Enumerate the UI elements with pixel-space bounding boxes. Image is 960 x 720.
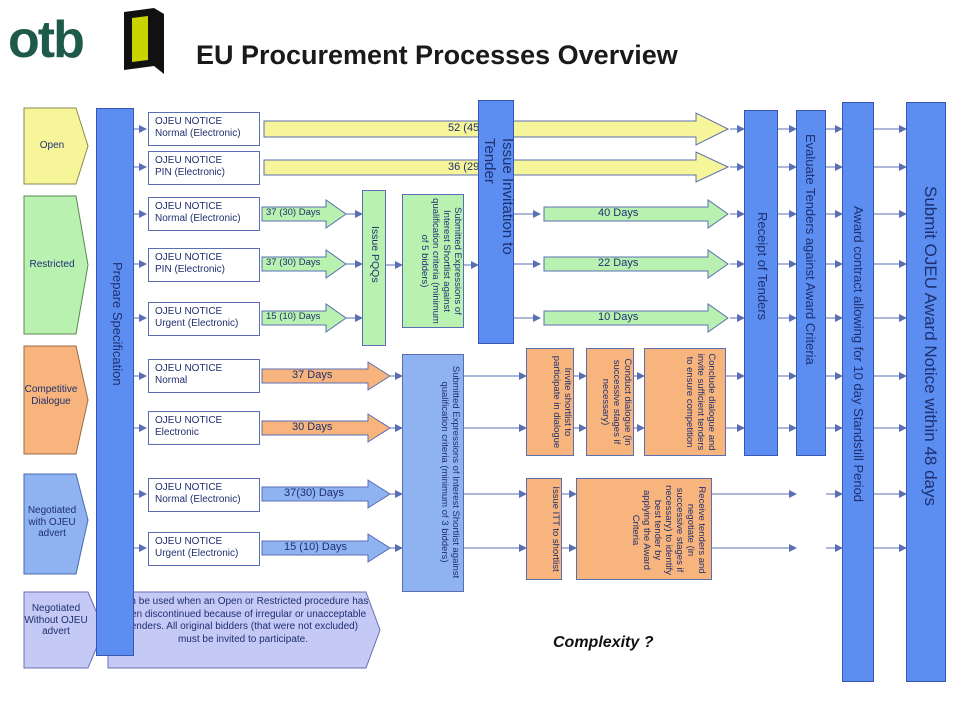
neg-normal-arrow	[261, 479, 391, 509]
prepare-spec-bar	[96, 108, 134, 656]
cd-submitted-box	[402, 354, 464, 592]
otb-logo-text: otb	[8, 11, 85, 69]
issue-itt-shortlist-label: Issue ITT to shortlist	[550, 486, 561, 572]
otb-logo-mark	[124, 8, 164, 74]
res-tender-normal-arrow	[543, 199, 729, 229]
neg-urgent-arrow	[261, 533, 391, 563]
prepare-spec-label: Prepare Specification	[110, 262, 125, 386]
page-title: EU Procurement Processes Overview	[196, 40, 678, 70]
conduct-dialogue-label: Conduct dialogue (in successive stages i…	[600, 358, 633, 446]
negotiated-pentagon	[23, 473, 89, 575]
duration-res-normal: 37 (30) Days	[266, 207, 321, 218]
invite-shortlist-label: Invite shortlist to participate in dialo…	[551, 355, 573, 449]
res-tender-pin-arrow	[543, 249, 729, 279]
issue-itt-label: Issue Invitation to Tender	[481, 138, 516, 255]
receipt-tenders-bar	[744, 110, 778, 456]
evaluate-bar	[796, 110, 826, 456]
duration-neg-urgent: 15 (10) Days	[284, 541, 347, 553]
duration-res-pin: 37 (30) Days	[266, 257, 321, 268]
invite-shortlist-box	[526, 348, 574, 456]
res-normal-arrow	[261, 199, 347, 229]
conclude-dialogue-label: Conclude dialogue and invite sufficient …	[684, 353, 717, 451]
receive-tenders-box	[576, 478, 712, 580]
duration-neg-normal: 37(30) Days	[284, 487, 344, 499]
duration-res-tender-urgent: 10 Days	[598, 311, 639, 323]
submit-notice-bar	[906, 102, 946, 682]
negotiated-without-note: Can be used when an Open or Restricted p…	[117, 596, 369, 645]
procedure-negotiated-label: Negotiated with OJEU advert	[27, 505, 77, 539]
restricted-submitted-box	[402, 194, 464, 328]
duration-cd-normal: 37 Days	[292, 369, 333, 381]
issue-pqqs-label: Issue PQQs	[369, 226, 381, 283]
restricted-pentagon	[23, 195, 89, 335]
receipt-tenders-label: Receipt of Tenders	[755, 212, 770, 321]
procedure-negotiated-without-label: Negotiated Without OJEU advert	[24, 603, 88, 637]
award-contract-bar	[842, 102, 874, 682]
conduct-dialogue-box	[586, 348, 634, 456]
issue-itt-shortlist-box	[526, 478, 562, 580]
restricted-submitted-label: Submitted Expressions of Interest Shortl…	[419, 198, 463, 324]
procedure-restricted-label: Restricted	[29, 259, 75, 270]
issue-pqqs-box	[362, 190, 386, 346]
issue-itt-bar	[478, 100, 514, 344]
award-contract-label: Award contract allowing for 10 day Stand…	[851, 206, 866, 503]
duration-res-urgent: 15 (10) Days	[266, 311, 321, 322]
duration-cd-electronic: 30 Days	[292, 421, 333, 433]
procedure-competitive-label: Competitive Dialogue	[24, 384, 78, 407]
cd-normal-arrow	[261, 361, 391, 391]
evaluate-label: Evaluate Tenders against Award Criteria	[803, 134, 818, 365]
duration-res-tender-normal: 40 Days	[598, 207, 639, 219]
competitive-pentagon	[23, 345, 89, 455]
duration-res-tender-pin: 22 Days	[598, 257, 639, 269]
complexity-caption: Complexity ?	[553, 634, 654, 651]
cd-submitted-label: Submitted Expressions of Interest Shortl…	[439, 365, 461, 579]
conclude-dialogue-box	[644, 348, 726, 456]
res-pin-arrow	[261, 249, 347, 279]
submit-notice-label: Submit OJEU Award Notice within 48 days	[921, 186, 940, 506]
cd-electronic-arrow	[261, 413, 391, 443]
open-pentagon	[23, 107, 89, 185]
res-urgent-arrow	[261, 303, 347, 333]
procedure-open-label: Open	[39, 140, 65, 151]
res-tender-urgent-arrow	[543, 303, 729, 333]
receive-tenders-label: Receive tenders and negotiate (in succes…	[630, 485, 707, 575]
